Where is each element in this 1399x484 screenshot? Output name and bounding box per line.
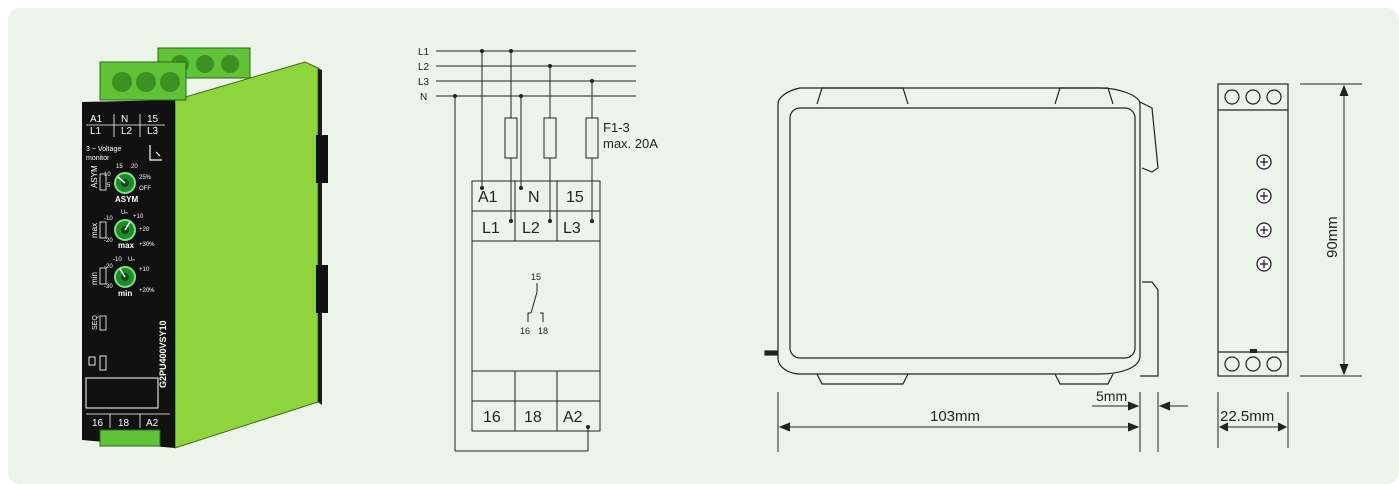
length-dimension-label: 103mm bbox=[930, 408, 980, 425]
junction-dots bbox=[453, 49, 594, 429]
device-terminal-18: 18 bbox=[118, 418, 130, 429]
device-terminal-n: N bbox=[121, 114, 128, 125]
asym-scale-5: 5 bbox=[107, 183, 111, 189]
contact-common-label: 15 bbox=[531, 272, 541, 282]
max-scale-un: Uₙ bbox=[121, 210, 128, 216]
wiring-terminal-15: 15 bbox=[566, 189, 584, 206]
min-side-label: min bbox=[90, 272, 99, 285]
wiring-terminal-a1: A1 bbox=[478, 189, 498, 206]
device-terminal-16: 16 bbox=[92, 418, 104, 429]
min-scale-p10: +10 bbox=[139, 267, 150, 273]
device-function-label-2: monitor bbox=[86, 155, 110, 162]
wiring-terminal-a2: A2 bbox=[563, 409, 583, 426]
device-terminal-l1: L1 bbox=[90, 126, 102, 137]
max-scale-m20: -20 bbox=[104, 238, 113, 244]
asym-side-label: ASYM bbox=[90, 165, 99, 188]
device-terminal-l3: L3 bbox=[147, 126, 159, 137]
screw-icon bbox=[1256, 188, 1272, 204]
asym-scale-15: 15 bbox=[116, 164, 123, 170]
device-terminal-15: 15 bbox=[147, 114, 159, 125]
relay-led-icon bbox=[88, 355, 107, 371]
wiring-terminal-n: N bbox=[528, 189, 540, 206]
front-view-screws bbox=[1256, 154, 1272, 272]
asym-scale-10: 10 bbox=[104, 172, 111, 178]
wiring-terminal-16: 16 bbox=[483, 409, 501, 426]
wiring-terminal-18: 18 bbox=[524, 409, 542, 426]
device-terminal-a2: A2 bbox=[146, 418, 159, 429]
min-scale-m30: -30 bbox=[104, 284, 113, 290]
fuse-label: F1-3 bbox=[603, 120, 630, 135]
bus-label-l2: L2 bbox=[418, 62, 430, 73]
bus-label-l3: L3 bbox=[418, 77, 430, 88]
min-scale-m20: -20 bbox=[104, 264, 113, 270]
front-view-drawing bbox=[1217, 83, 1289, 377]
wiring-terminal-l3: L3 bbox=[563, 220, 581, 237]
height-dimension bbox=[1300, 83, 1362, 377]
wiring-diagram bbox=[436, 50, 636, 452]
width-dimension bbox=[1217, 392, 1289, 448]
rail-offset-label: 5mm bbox=[1096, 388, 1127, 404]
max-scale-p10: +10 bbox=[133, 214, 144, 220]
fuse-f3 bbox=[585, 117, 599, 159]
max-knob[interactable] bbox=[114, 219, 136, 241]
fuse-f1 bbox=[504, 117, 518, 159]
device-function-label: 3 ~ Voltage bbox=[86, 146, 121, 153]
wiring-terminal-l1: L1 bbox=[482, 220, 500, 237]
max-scale-p20: +20 bbox=[139, 227, 150, 233]
asym-knob[interactable] bbox=[114, 172, 136, 194]
fuse-rating-label: max. 20A bbox=[603, 136, 658, 151]
max-knob-label: max bbox=[118, 241, 135, 250]
height-dimension-label: 90mm bbox=[1324, 216, 1341, 258]
asym-scale-off: OFF bbox=[139, 186, 151, 192]
asym-scale-20: 20 bbox=[131, 164, 138, 170]
min-scale-un: Uₙ bbox=[128, 257, 135, 263]
asym-knob-label: ASYM bbox=[115, 195, 138, 204]
screw-icon bbox=[1256, 222, 1272, 238]
bus-label-n: N bbox=[420, 92, 427, 103]
wiring-terminal-l2: L2 bbox=[522, 220, 540, 237]
seq-label: SEQ bbox=[92, 315, 99, 330]
max-scale-m10: -10 bbox=[104, 216, 113, 222]
max-side-label: max bbox=[90, 223, 99, 238]
length-dimension bbox=[777, 392, 1188, 452]
screw-icon bbox=[1256, 154, 1272, 170]
min-knob[interactable] bbox=[114, 266, 136, 288]
min-scale-p20: +20% bbox=[139, 288, 155, 294]
relay-symbol-icon bbox=[149, 145, 162, 161]
min-knob-label: min bbox=[118, 289, 132, 298]
asym-scale-25: 25% bbox=[139, 175, 152, 181]
device-photo: A1 N 15 L1 L2 L3 3 ~ Voltage monitor 10 … bbox=[82, 47, 328, 449]
max-scale-p30: +30% bbox=[139, 242, 155, 248]
width-dimension-label: 22.5mm bbox=[1220, 408, 1274, 425]
min-scale-m10: -10 bbox=[113, 257, 122, 263]
device-terminal-a1: A1 bbox=[90, 114, 103, 125]
label-window bbox=[85, 377, 159, 409]
screw-icon bbox=[1256, 256, 1272, 272]
side-view-drawing bbox=[764, 87, 1159, 385]
seq-led bbox=[99, 315, 107, 331]
device-terminal-l2: L2 bbox=[121, 126, 133, 137]
wiring-device-block bbox=[471, 180, 601, 432]
contact-nc-label: 16 bbox=[520, 326, 530, 336]
bus-label-l1: L1 bbox=[418, 47, 430, 58]
model-number: G2PU400VSY10 bbox=[158, 320, 168, 388]
fuse-f2 bbox=[543, 117, 557, 159]
contact-no-label: 18 bbox=[538, 326, 548, 336]
